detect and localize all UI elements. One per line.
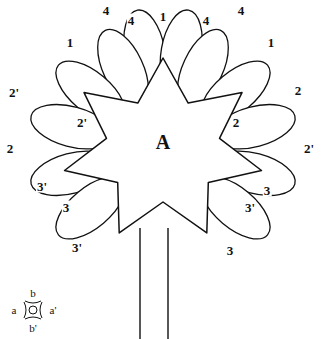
inset-letter: b' xyxy=(28,323,37,334)
inset-arcs xyxy=(24,301,42,319)
petal-number: 4 xyxy=(127,14,136,27)
petal-number: 3 xyxy=(62,201,71,214)
petal-number: 3 xyxy=(263,184,272,197)
petal-number: 2' xyxy=(76,116,88,129)
petal-number: 2' xyxy=(303,142,315,155)
petal-number: 1 xyxy=(267,36,276,49)
petal-number: 1 xyxy=(66,36,75,49)
star-path xyxy=(65,58,262,233)
petal-number: 3 xyxy=(226,244,235,257)
petal-number: 1 xyxy=(159,10,168,23)
petal-number: 3' xyxy=(244,201,256,214)
petal-number: 4 xyxy=(102,4,111,17)
stem xyxy=(140,228,168,339)
petal-number: 3' xyxy=(36,180,48,193)
front-flower: A xyxy=(55,50,270,245)
petal-number: 4 xyxy=(237,4,246,17)
inset-letter: a' xyxy=(49,305,58,316)
petal-number: 3' xyxy=(71,241,83,254)
center-letter: A xyxy=(156,132,170,152)
petal-number: 2 xyxy=(232,116,241,129)
inset-letter: a xyxy=(11,305,18,316)
inset-circle xyxy=(29,306,37,314)
petal-number: 2' xyxy=(8,86,20,99)
petal-number: 2 xyxy=(6,142,15,155)
petal-number: 2 xyxy=(294,84,303,97)
petal-number: 4 xyxy=(202,14,211,27)
inset-letter: b xyxy=(29,288,37,299)
